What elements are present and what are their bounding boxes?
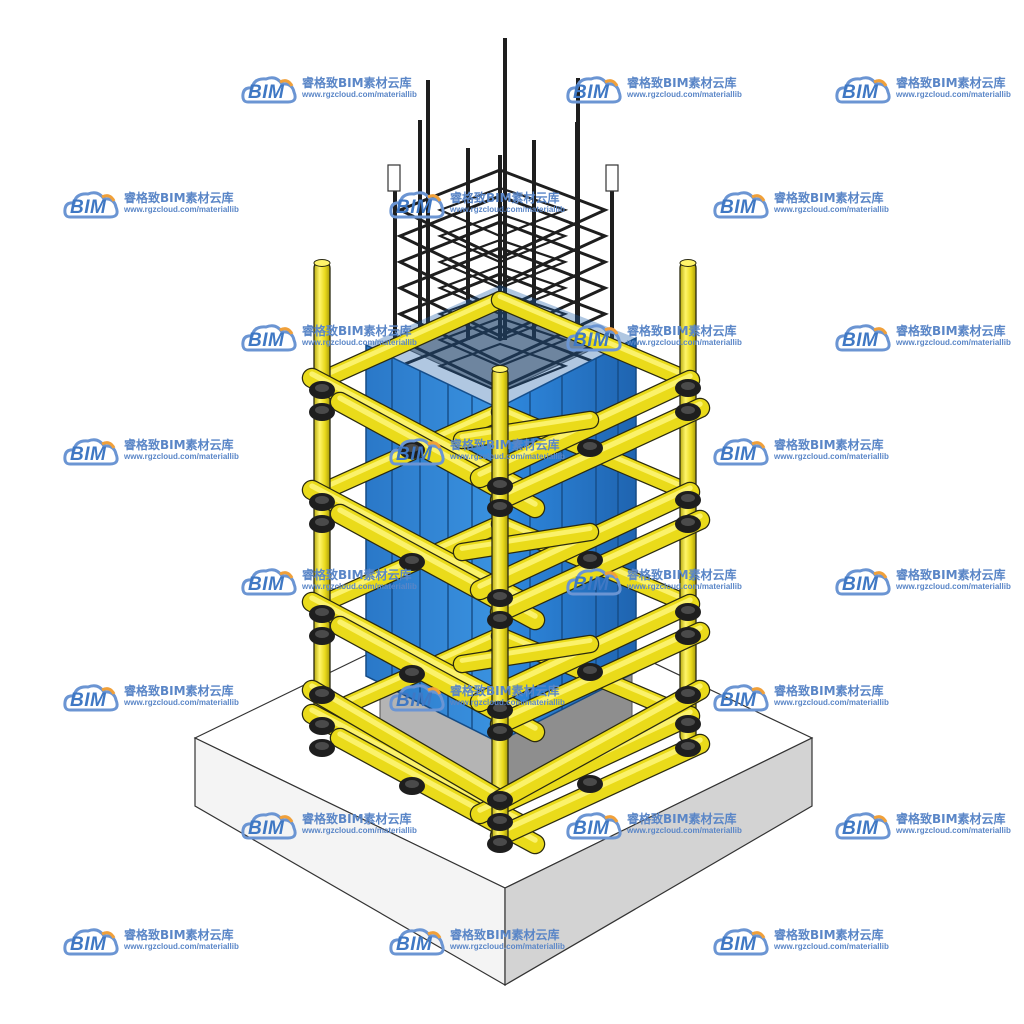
rebar-cap	[605, 164, 619, 192]
scaffold-clamp-bolt	[493, 614, 507, 622]
scaffold-clamp-bolt	[315, 496, 329, 504]
scaffold-clamp-bolt	[315, 689, 329, 697]
rebar-stirrup-inner	[437, 212, 569, 264]
tube-end-cap	[491, 365, 509, 373]
scaffold-clamp-bolt	[315, 630, 329, 638]
scaffold-horizontal-tube	[454, 636, 598, 672]
scaffold-clamp-bolt	[681, 742, 695, 750]
scaffold-clamp-bolt	[681, 630, 695, 638]
scaffold-clamp-bolt	[493, 838, 507, 846]
scaffold-clamp-bolt	[315, 608, 329, 616]
rebar-stirrup-inner	[437, 238, 569, 290]
scaffold-clamp-bolt	[315, 384, 329, 392]
formwork-top-edge	[366, 285, 636, 408]
tube-highlight	[459, 638, 593, 663]
rebar-stirrup	[396, 220, 609, 312]
scaffold-clamp-bolt	[315, 720, 329, 728]
scaffold-horizontal-tube	[491, 681, 709, 809]
tube-highlight	[319, 294, 503, 379]
scaffold-vertical-tube	[491, 367, 509, 849]
scaffold-clamp-bolt	[493, 704, 507, 712]
scaffold-clamp-bolt	[681, 494, 695, 502]
scaffold-clamp-bolt	[405, 444, 419, 452]
scaffold-clamp-bolt	[583, 666, 597, 674]
tube-highlight	[459, 526, 593, 551]
scaffold-clamp-bolt	[681, 718, 695, 726]
tube-end-cap	[679, 259, 697, 267]
scaffold-clamp-bolt	[405, 780, 419, 788]
tube-highlight	[309, 683, 503, 799]
scaffold-horizontal-tube	[491, 623, 709, 733]
scaffold-clamp-bolt	[315, 406, 329, 414]
scaffold-horizontal-tube	[491, 399, 709, 509]
scaffold-clamp-bolt	[681, 382, 695, 390]
rebar-stirrup-inner	[437, 186, 569, 238]
rebar-stirrup	[396, 272, 609, 364]
scaffold-clamp-bolt	[315, 742, 329, 750]
scaffold-horizontal-tube	[314, 292, 508, 388]
rebar-stirrup-inner	[437, 316, 569, 368]
scaffold-clamp-bolt	[583, 554, 597, 562]
tube-highlight	[497, 683, 703, 799]
rebar-stirrup-inner	[437, 342, 569, 394]
scaffold-clamp-bolt	[681, 518, 695, 526]
tube-highlight	[459, 414, 593, 439]
scaffold-clamp-bolt	[583, 778, 597, 786]
scaffold-horizontal-tube	[303, 681, 509, 809]
scaffold-clamp-bolt	[583, 442, 597, 450]
tube-end-cap	[313, 259, 331, 267]
scaffold-clamp-bolt	[681, 606, 695, 614]
scaffold-clamp-bolt	[493, 480, 507, 488]
scaffold-clamp-bolt	[493, 502, 507, 510]
scaffold-horizontal-tube	[454, 524, 598, 560]
scaffold-clamp-bolt	[405, 556, 419, 564]
scaffold-clamp-bolt	[315, 518, 329, 526]
scaffold-clamp-bolt	[681, 406, 695, 414]
footing-right-face	[504, 737, 813, 987]
rebar-cap	[387, 164, 401, 192]
scaffold-horizontal-tube	[491, 735, 709, 845]
scaffold-horizontal-tube	[454, 412, 598, 448]
scaffold-clamp-bolt	[681, 689, 695, 697]
rebar-stirrup	[396, 194, 609, 286]
scaffold-clamp-bolt	[493, 794, 507, 802]
rebar-stirrup	[396, 168, 609, 260]
scaffold-clamp-bolt	[493, 726, 507, 734]
scaffold-clamp-bolt	[405, 668, 419, 676]
scaffold-clamp-bolt	[493, 816, 507, 824]
scaffold-clamp-bolt	[493, 592, 507, 600]
scaffold-horizontal-tube	[491, 511, 709, 621]
